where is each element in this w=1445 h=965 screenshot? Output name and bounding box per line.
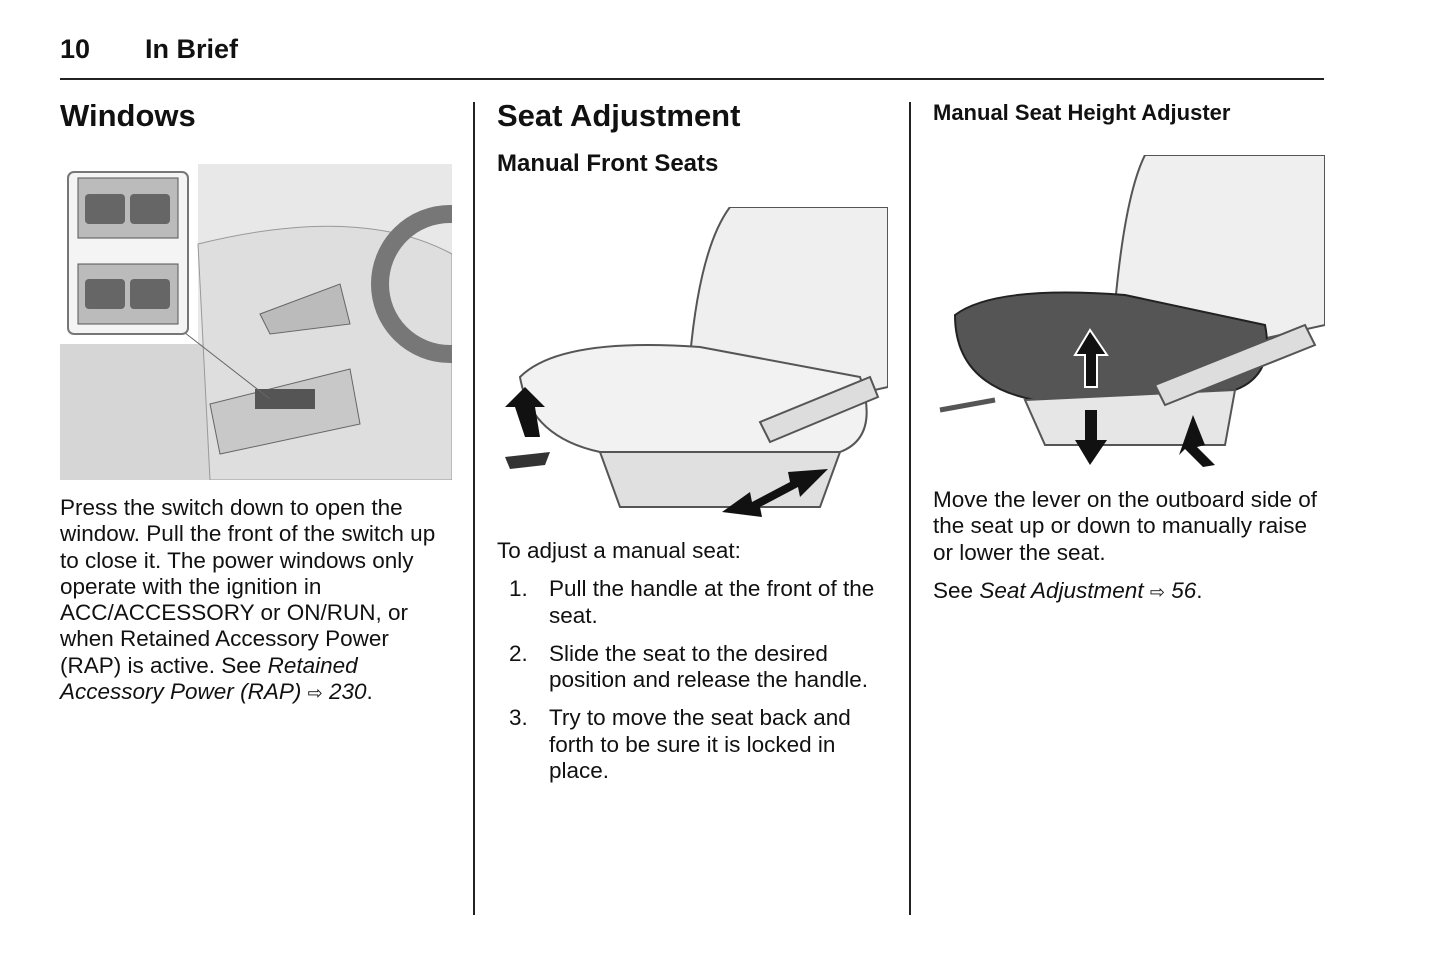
height-see-also: See Seat Adjustment ⇨ 56.	[933, 577, 1203, 603]
seat-intro: To adjust a manual seat:	[497, 538, 741, 563]
height-text: Move the lever on the outboard side of t…	[933, 487, 1317, 565]
page-arrow-icon: ⇨	[1149, 581, 1165, 602]
header-rule	[60, 78, 1324, 80]
list-item: 2.Slide the seat to the desired position…	[509, 640, 868, 693]
page-number: 10	[60, 34, 91, 64]
height-adjuster-heading: Manual Seat Height Adjuster	[933, 100, 1231, 125]
column-divider	[473, 102, 475, 915]
windows-text: Press the switch down to open the window…	[60, 495, 436, 705]
seat-steps-list: 1.Pull the handle at the front of the se…	[497, 576, 887, 784]
front-seat-illustration	[505, 207, 888, 517]
column-divider	[909, 102, 911, 915]
cross-reference[interactable]: Seat Adjustment ⇨ 56	[979, 577, 1197, 603]
section-title: In Brief	[145, 34, 239, 64]
window-switch-illustration	[60, 164, 452, 480]
cross-reference[interactable]: Retained Accessory Power (RAP) ⇨ 230	[60, 652, 367, 705]
page-arrow-icon: ⇨	[307, 683, 323, 704]
windows-heading: Windows	[60, 98, 196, 133]
list-item: 1.Pull the handle at the front of the se…	[509, 576, 875, 628]
list-item: 3.Try to move the seat back and forth to…	[509, 705, 851, 784]
seat-height-illustration	[939, 155, 1325, 467]
manual-front-seats-heading: Manual Front Seats	[497, 150, 719, 177]
seat-adjustment-heading: Seat Adjustment	[497, 98, 741, 133]
